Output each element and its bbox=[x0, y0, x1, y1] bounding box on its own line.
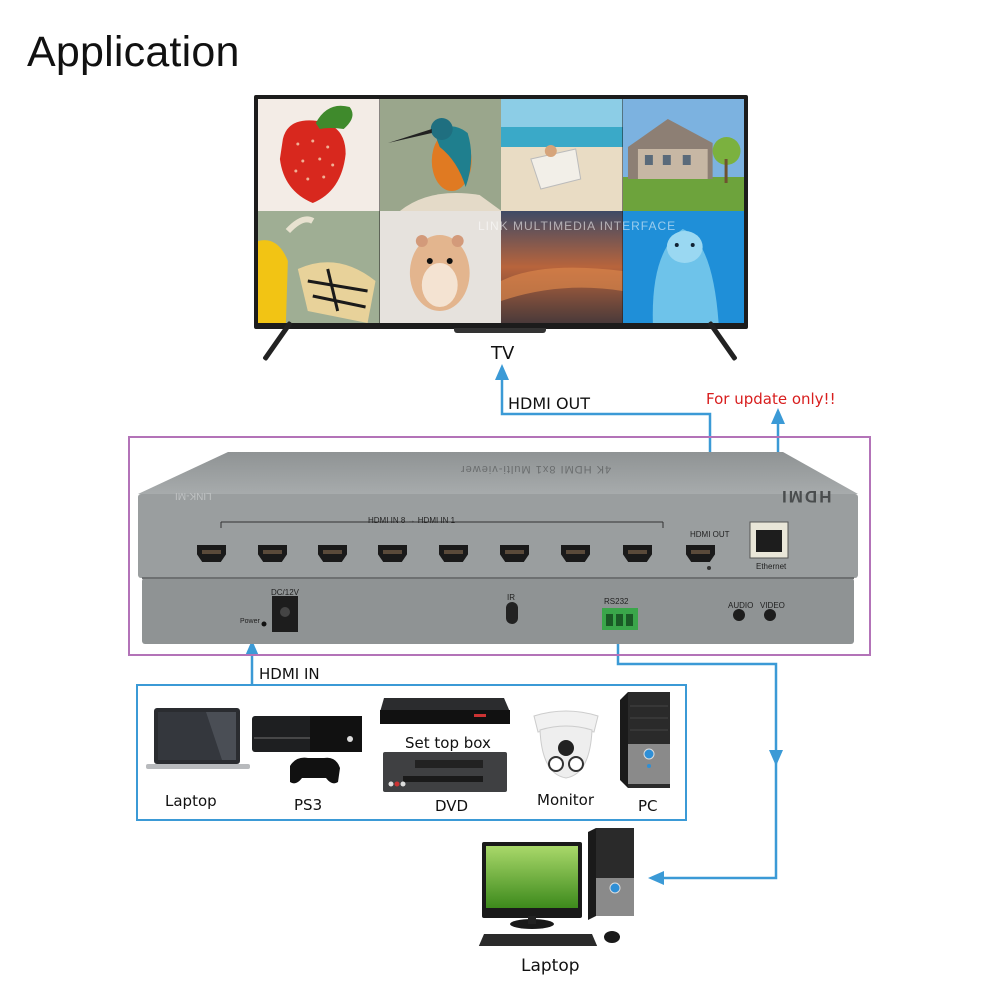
update-note-label: For update only!! bbox=[706, 390, 836, 408]
source-label-dvd: DVD bbox=[435, 797, 469, 815]
arrow-to-tv bbox=[495, 364, 509, 380]
hdmi-in-port-4 bbox=[439, 545, 468, 562]
tv-screen-grid bbox=[258, 99, 744, 323]
set-top-box-icon bbox=[380, 698, 510, 724]
tile-hamster bbox=[379, 211, 501, 323]
tv-watermark: LINK MULTIMEDIA INTERFACE bbox=[478, 219, 677, 233]
arrow-update bbox=[771, 408, 785, 424]
device-frame bbox=[128, 436, 871, 656]
audio-jack bbox=[733, 609, 745, 621]
device-model-text: 4K HDMI 8x1 Multi-viewer bbox=[460, 463, 612, 475]
rs232-label: RS232 bbox=[604, 597, 629, 606]
laptop-icon bbox=[146, 708, 250, 769]
arrow-hdmi-in bbox=[245, 640, 259, 656]
hdmi-in-port-3 bbox=[500, 545, 529, 562]
hdmi-in-port-5 bbox=[378, 545, 407, 562]
hdmi-out-port bbox=[686, 545, 715, 562]
video-label: VIDEO bbox=[760, 601, 785, 610]
source-label-ps3: PS3 bbox=[294, 796, 323, 814]
device-lower-face bbox=[142, 578, 854, 644]
video-jack bbox=[764, 609, 776, 621]
hdmi-in-range-label: HDMI IN 8 → HDMI IN 1 bbox=[368, 516, 456, 525]
power-led bbox=[261, 621, 267, 627]
source-label-pc: PC bbox=[638, 797, 658, 815]
tv: LINK MULTIMEDIA INTERFACE bbox=[254, 95, 748, 329]
dome-camera-icon bbox=[533, 710, 599, 779]
tile-strawberry bbox=[258, 99, 380, 211]
audio-label: AUDIO bbox=[728, 601, 754, 610]
hdmi-logo: HDMI bbox=[780, 487, 832, 506]
arrow-to-pc bbox=[648, 871, 664, 885]
hdmi-out-label: HDMI OUT bbox=[508, 394, 591, 413]
multiviewer-device bbox=[138, 452, 858, 644]
ir-label: IR bbox=[507, 593, 515, 602]
tv-label: TV bbox=[491, 343, 515, 364]
hdmi-in-port-8 bbox=[197, 545, 226, 562]
device-brand-text: LINK-MI bbox=[175, 490, 212, 501]
hdmi-in-port-6 bbox=[318, 545, 347, 562]
rs232-line bbox=[616, 622, 778, 880]
dvd-player-icon bbox=[383, 752, 507, 792]
tile-house bbox=[622, 99, 744, 211]
hdmi-in-port-1 bbox=[623, 545, 652, 562]
control-pc-label: Laptop bbox=[521, 956, 580, 976]
pc-tower-icon bbox=[620, 692, 670, 788]
power-label: Power bbox=[240, 618, 260, 625]
device-upper-face bbox=[138, 494, 858, 578]
hdmi-out-port-label: HDMI OUT bbox=[690, 530, 730, 539]
ir-receiver bbox=[506, 602, 518, 624]
tile-sunset bbox=[501, 211, 623, 323]
desktop-pc-icon bbox=[478, 828, 634, 946]
arrow-down-rs232 bbox=[769, 750, 783, 766]
source-label-laptop: Laptop bbox=[165, 792, 217, 810]
tile-butterfly bbox=[258, 211, 380, 323]
source-label-monitor: Monitor bbox=[537, 791, 595, 809]
tile-kingfisher bbox=[379, 99, 501, 211]
game-console-icon bbox=[252, 716, 362, 784]
sources-frame bbox=[136, 684, 687, 821]
hdmi-in-port-2 bbox=[561, 545, 590, 562]
page-title: Application bbox=[27, 28, 240, 76]
hdmi-in-port-7 bbox=[258, 545, 287, 562]
tile-dolphin bbox=[622, 211, 744, 323]
dc-label: DC/12V bbox=[271, 588, 300, 597]
ethernet-label: Ethernet bbox=[756, 562, 787, 571]
hdmi-out-led bbox=[707, 566, 711, 570]
device-top-surface bbox=[138, 452, 858, 494]
tile-beach bbox=[501, 99, 623, 211]
tv-base bbox=[454, 328, 546, 333]
source-label-set-top-box: Set top box bbox=[405, 734, 491, 752]
hdmi-in-label: HDMI IN bbox=[259, 665, 320, 683]
